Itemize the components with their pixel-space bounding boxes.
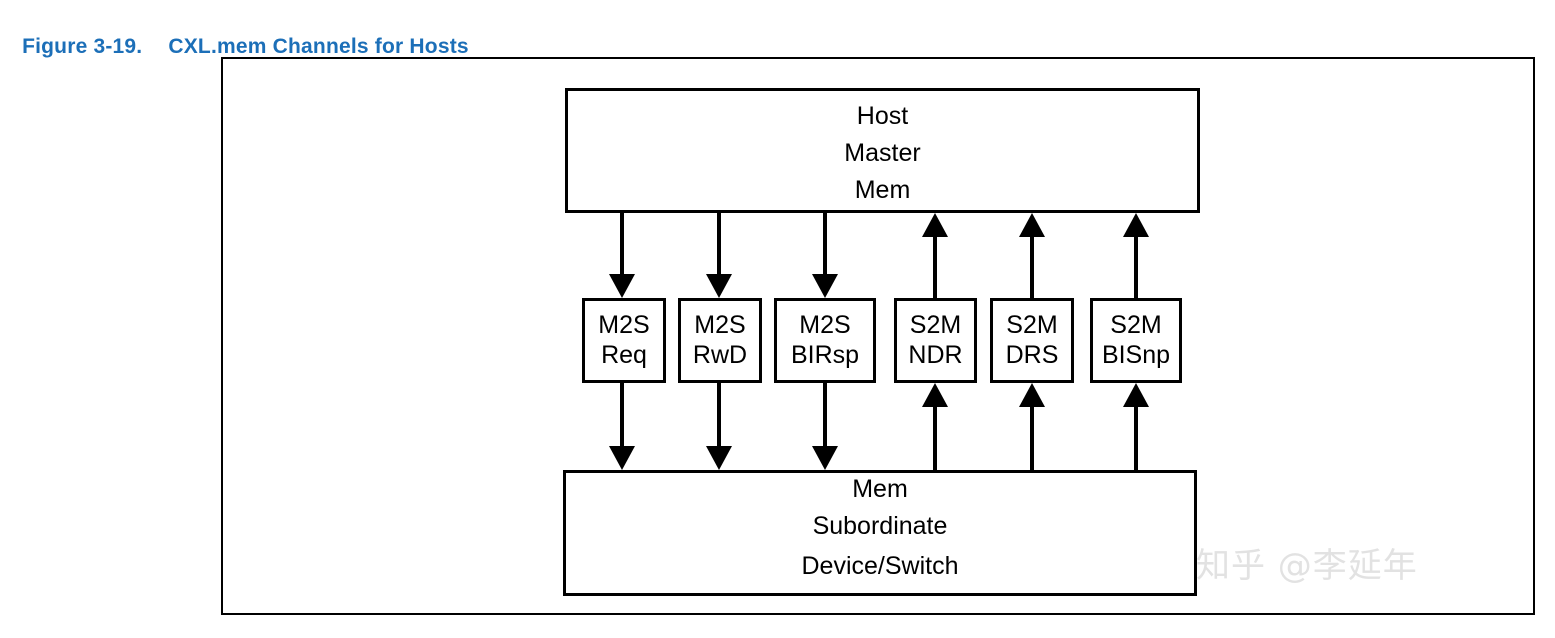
channel-box-s2m-drs: S2M DRS (990, 298, 1074, 383)
channel-line2: DRS (1005, 340, 1059, 369)
arrow-s2m-bisnp-to-host (1123, 213, 1149, 298)
channel-line1: M2S (694, 311, 746, 339)
figure-caption: Figure 3-19. CXL.mem Channels for Hosts (10, 11, 469, 59)
arrow-device-to-s2m-bisnp (1123, 383, 1149, 470)
channel-line1: S2M (1110, 311, 1162, 339)
channel-line2: NDR (908, 340, 963, 369)
host-block (565, 88, 1200, 213)
arrow-s2m-drs-to-host (1019, 213, 1045, 298)
host-master-label: Master (844, 139, 921, 167)
arrow-host-to-m2s-rwd (706, 213, 732, 298)
channel-box-m2s-req: M2S Req (582, 298, 666, 383)
channel-line1: M2S (598, 311, 650, 339)
figure-number: Figure 3-19. (22, 35, 143, 58)
channel-line1: S2M (1006, 311, 1058, 339)
channel-line2: BIRsp (790, 340, 860, 369)
channel-line2: Req (601, 340, 647, 369)
figure-title: CXL.mem Channels for Hosts (168, 35, 469, 58)
channel-box-s2m-ndr: S2M NDR (894, 298, 977, 383)
arrow-m2s-req-to-device (609, 383, 635, 470)
device-subordinate-label: Subordinate (812, 512, 948, 540)
arrow-m2s-birsp-to-device (812, 383, 838, 470)
arrow-m2s-rwd-to-device (706, 383, 732, 470)
host-mem-label: Mem (854, 176, 911, 204)
channel-line1: S2M (909, 311, 962, 339)
channel-box-m2s-rwd: M2S RwD (678, 298, 762, 383)
channel-line1: M2S (799, 311, 851, 339)
zhihu-watermark: 知乎 @李延年 (1196, 546, 1418, 586)
arrow-device-to-s2m-ndr (922, 383, 948, 470)
device-switch-label: Device/Switch (801, 552, 959, 580)
device-switch-block (563, 470, 1197, 596)
channel-box-m2s-birsp: M2S BIRsp (774, 298, 876, 383)
channel-line2: RwD (692, 340, 748, 369)
host-label: Host (856, 102, 909, 130)
arrow-host-to-m2s-birsp (812, 213, 838, 298)
device-mem-label: Mem (852, 475, 908, 503)
arrow-s2m-ndr-to-host (922, 213, 948, 298)
channel-box-s2m-bisnp: S2M BISnp (1090, 298, 1182, 383)
arrow-host-to-m2s-req (609, 213, 635, 298)
channel-line2: BISnp (1101, 340, 1171, 369)
arrow-device-to-s2m-drs (1019, 383, 1045, 470)
diagram-frame: Host Master Mem M2S Req M2S RwD M2S BIRs… (221, 57, 1535, 615)
